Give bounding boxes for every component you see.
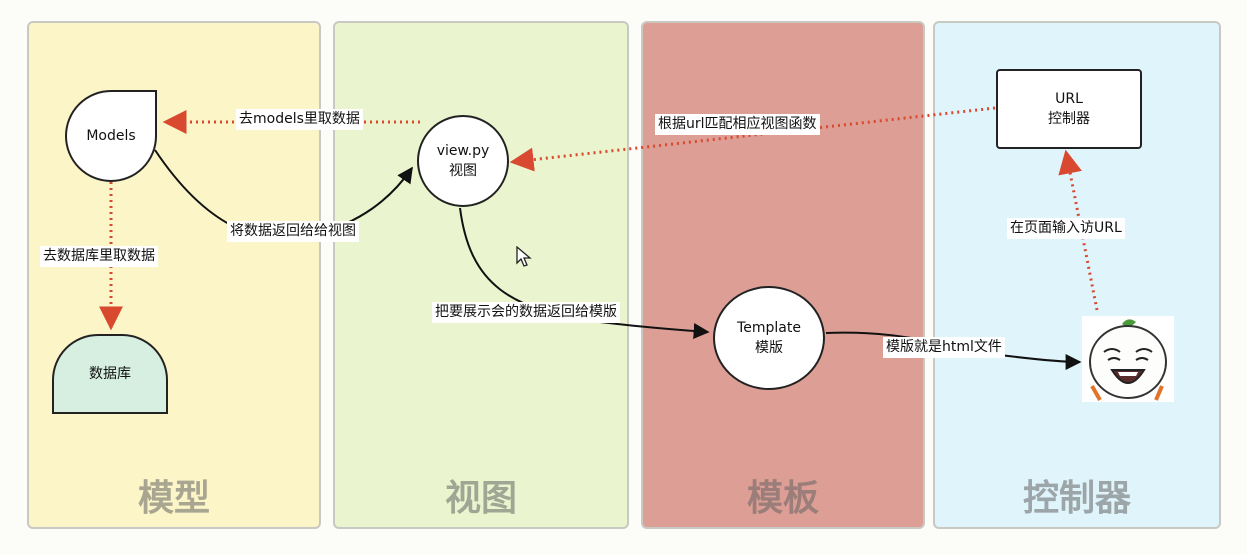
- template-label-line1: Template: [737, 320, 801, 336]
- label-models-to-view: 将数据返回给给视图: [227, 221, 359, 242]
- models-label: Models: [86, 128, 136, 144]
- url-label-line1: URL: [1055, 91, 1083, 107]
- url-label-line2: 控制器: [1048, 111, 1090, 127]
- models-node: Models: [65, 90, 157, 182]
- mouse-cursor-icon: [516, 245, 532, 272]
- label-view-to-template: 把要展示会的数据返回给模版: [432, 302, 620, 323]
- view-panel-title: 视图: [444, 478, 517, 519]
- template-label-line2: 模版: [755, 340, 783, 356]
- label-view-to-models: 去models里取数据: [236, 109, 363, 130]
- view-node: view.py 视图: [417, 115, 509, 207]
- label-url-to-view: 根据url匹配相应视图函数: [655, 114, 820, 135]
- template-node: Template 模版: [713, 286, 825, 390]
- view-label-line2: 视图: [449, 163, 477, 179]
- label-browser-to-url: 在页面输入访URL: [1007, 218, 1125, 239]
- template-panel: 模板: [641, 21, 925, 529]
- label-template-to-browser: 模版就是html文件: [883, 337, 1005, 358]
- model-panel-title: 模型: [137, 478, 210, 519]
- database-node: 数据库: [52, 334, 168, 414]
- label-models-to-db: 去数据库里取数据: [40, 246, 158, 267]
- controller-panel-title: 控制器: [1022, 478, 1131, 519]
- template-panel-title: 模板: [746, 478, 819, 519]
- laughing-face-emoji: [1082, 316, 1174, 402]
- view-label-line1: view.py: [436, 143, 490, 159]
- url-controller-node: URL 控制器: [996, 69, 1142, 149]
- database-label: 数据库: [89, 366, 131, 382]
- view-panel: 视图: [333, 21, 629, 529]
